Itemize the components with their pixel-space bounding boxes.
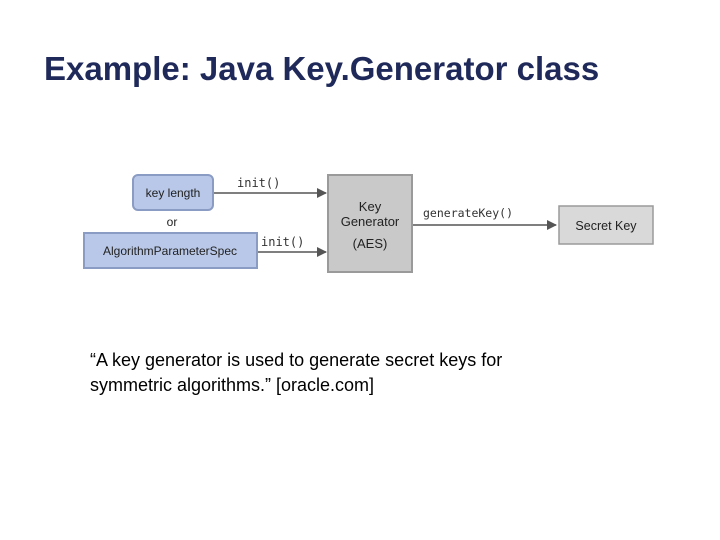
or-label: or (167, 215, 178, 229)
key-generator-line1: Key (359, 199, 382, 214)
quote-line-2: symmetric algorithms.” [oracle.com] (90, 375, 375, 395)
oracle-quote: “A key generator is used to generate sec… (90, 348, 650, 398)
key-generator-line3: (AES) (353, 236, 388, 251)
key-generator-box (327, 174, 413, 273)
secret-key-label: Secret Key (575, 219, 637, 233)
init-label-bottom: init() (261, 235, 304, 249)
key-length-box (132, 174, 214, 211)
quote-line-1: “A key generator is used to generate sec… (90, 350, 503, 370)
key-generator-line2: Generator (341, 214, 400, 229)
generate-key-label: generateKey() (423, 206, 513, 220)
init-label-top: init() (237, 176, 280, 190)
param-spec-label: AlgorithmParameterSpec (103, 244, 237, 258)
secret-key-box (558, 205, 654, 245)
slide-title: Example: Java Key.Generator class (44, 50, 600, 87)
key-length-label: key length (146, 186, 201, 200)
param-spec-box (83, 232, 258, 269)
